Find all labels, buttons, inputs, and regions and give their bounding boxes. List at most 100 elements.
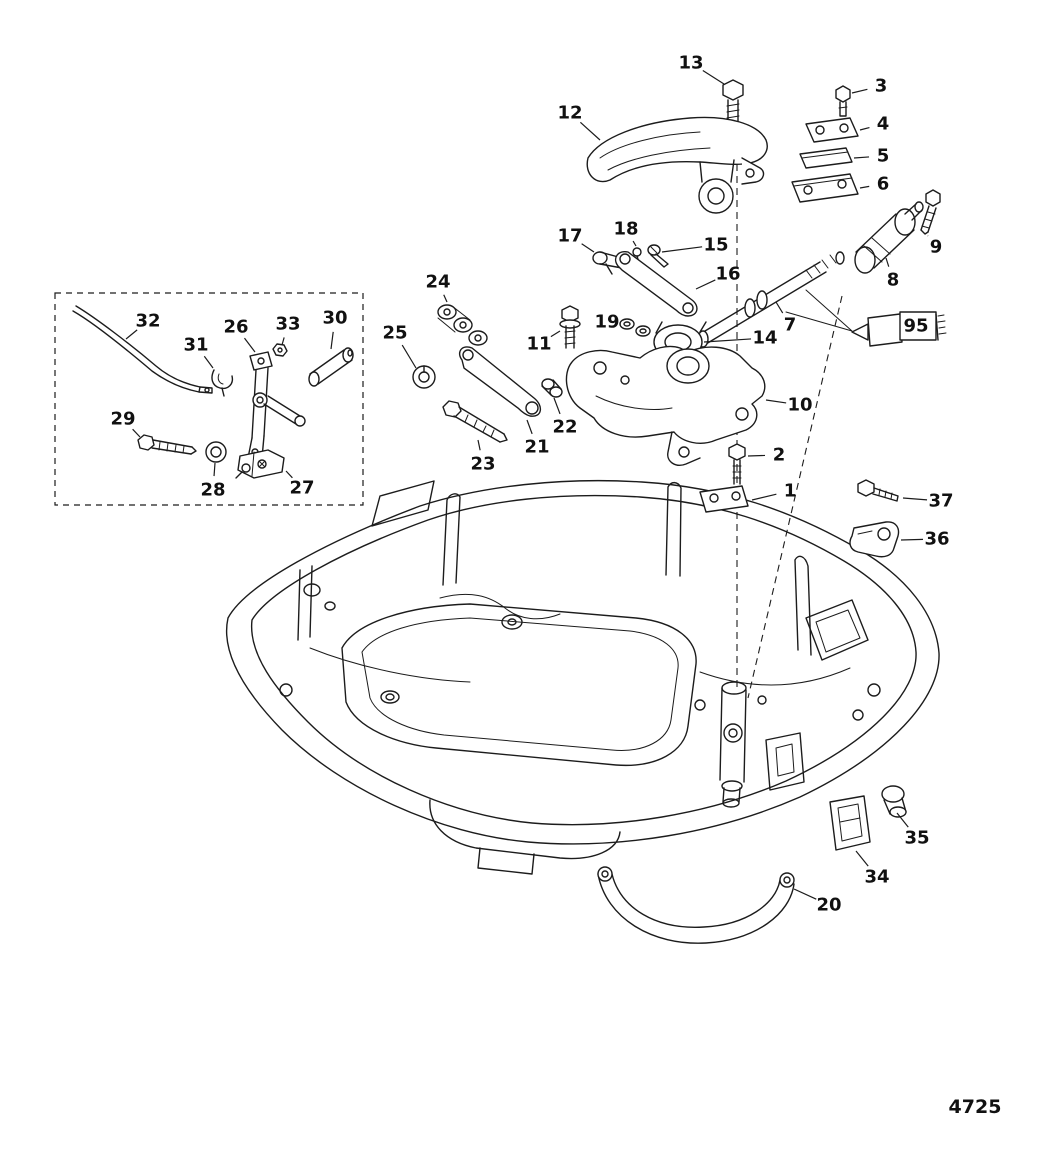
leader-line-16 (695, 279, 716, 290)
leader-line-3 (851, 88, 868, 94)
figure-number: 4725 (949, 1096, 1002, 1118)
part-20-strap (597, 866, 795, 944)
part-15-screw (647, 244, 669, 268)
leader-line-4 (859, 126, 870, 131)
part-12-shift-lever (586, 116, 768, 214)
leader-line-30 (330, 331, 334, 350)
leader-line-6 (859, 185, 870, 189)
leader-line-23 (477, 439, 481, 451)
part-36-clamp (849, 521, 900, 558)
callout-label-12: 12 (557, 103, 582, 124)
callout-label-8: 8 (887, 270, 900, 291)
part-35-plug (881, 785, 907, 818)
callout-label-16: 16 (715, 264, 740, 285)
part-95-lubricant-tube (785, 289, 947, 347)
leader-line-31 (203, 355, 214, 369)
callout-label-5: 5 (877, 146, 890, 167)
callout-label-4: 4 (877, 114, 890, 135)
part-4-plate (805, 117, 859, 143)
callout-label-30: 30 (322, 308, 347, 329)
callout-label-11: 11 (526, 334, 551, 355)
leader-line-10 (765, 399, 787, 404)
callout-leaders-layer (125, 70, 929, 900)
callout-label-35: 35 (904, 828, 929, 849)
part-3-screw (835, 85, 851, 117)
callout-label-15: 15 (703, 235, 728, 256)
callout-label-13: 13 (678, 53, 703, 74)
part-8-cylinder (854, 201, 924, 274)
part-11-bolt (559, 305, 581, 349)
leader-line-11 (550, 330, 561, 338)
leader-line-28 (213, 462, 216, 477)
leader-line-12 (580, 121, 601, 141)
part-10-bracket (565, 345, 766, 466)
callout-label-32: 32 (135, 311, 160, 332)
leader-line-36 (900, 538, 924, 541)
part-26-linkage (247, 351, 306, 459)
part-34-clip (829, 795, 871, 851)
leader-line-5 (853, 156, 870, 159)
callout-label-9: 9 (930, 237, 943, 258)
callout-label-21: 21 (524, 437, 549, 458)
leader-line-33 (281, 337, 285, 346)
leader-line-27 (285, 470, 293, 479)
leader-line-24 (443, 294, 448, 303)
part-6-plate (791, 173, 859, 203)
leader-line-26 (243, 337, 256, 353)
part-33-nut (272, 343, 288, 357)
callout-label-31: 31 (183, 335, 208, 356)
callout-label-26: 26 (223, 317, 248, 338)
leader-line-21 (526, 419, 533, 435)
leader-line-2 (747, 454, 766, 457)
leader-line-14 (703, 338, 752, 343)
part-16-link (614, 251, 698, 317)
leader-line-29 (132, 428, 141, 438)
callout-label-22: 22 (552, 417, 577, 438)
leader-line-7 (775, 301, 784, 314)
leader-line-13 (702, 70, 725, 85)
part-bottom-cowl (226, 479, 940, 875)
part-2-screw (728, 443, 746, 485)
part-25-grommet (412, 365, 436, 389)
callout-label-3: 3 (875, 76, 888, 97)
callout-label-37: 37 (928, 491, 953, 512)
detail-inset-box (54, 292, 364, 506)
part-23-bolt (442, 400, 508, 443)
callout-label-36: 36 (924, 529, 949, 550)
part-13-screw (722, 79, 744, 131)
part-30-cylinder (308, 347, 354, 387)
callout-label-29: 29 (110, 409, 135, 430)
leader-line-37 (902, 497, 928, 501)
part-21-link (458, 346, 541, 417)
part-9-screw (920, 189, 941, 235)
callout-label-10: 10 (787, 395, 812, 416)
part-5-plate (799, 147, 853, 169)
callout-label-95: 95 (903, 316, 928, 337)
leader-line-20 (793, 888, 817, 900)
callout-label-27: 27 (289, 478, 314, 499)
callout-label-1: 1 (784, 481, 797, 502)
leader-line-35 (896, 812, 909, 828)
part-27-bracket (235, 449, 285, 479)
part-37-screw (857, 479, 899, 502)
callout-label-2: 2 (773, 445, 786, 466)
callout-label-25: 25 (382, 323, 407, 344)
part-31-clip (211, 369, 234, 397)
callout-label-7: 7 (784, 315, 797, 336)
callout-label-33: 33 (275, 314, 300, 335)
callout-label-14: 14 (752, 328, 777, 349)
callout-label-18: 18 (613, 219, 638, 240)
part-1-plate (699, 485, 749, 513)
callout-label-17: 17 (557, 226, 582, 247)
leader-line-25 (401, 344, 417, 369)
callout-label-28: 28 (200, 480, 225, 501)
leader-line-1 (751, 493, 777, 501)
leader-line-22 (553, 397, 561, 415)
callout-label-20: 20 (816, 895, 841, 916)
callout-label-23: 23 (470, 454, 495, 475)
callout-label-19: 19 (594, 312, 619, 333)
callout-label-6: 6 (877, 174, 890, 195)
part-29-bolt (137, 434, 197, 455)
part-28-bushing (205, 441, 227, 463)
leader-line-34 (855, 850, 869, 867)
